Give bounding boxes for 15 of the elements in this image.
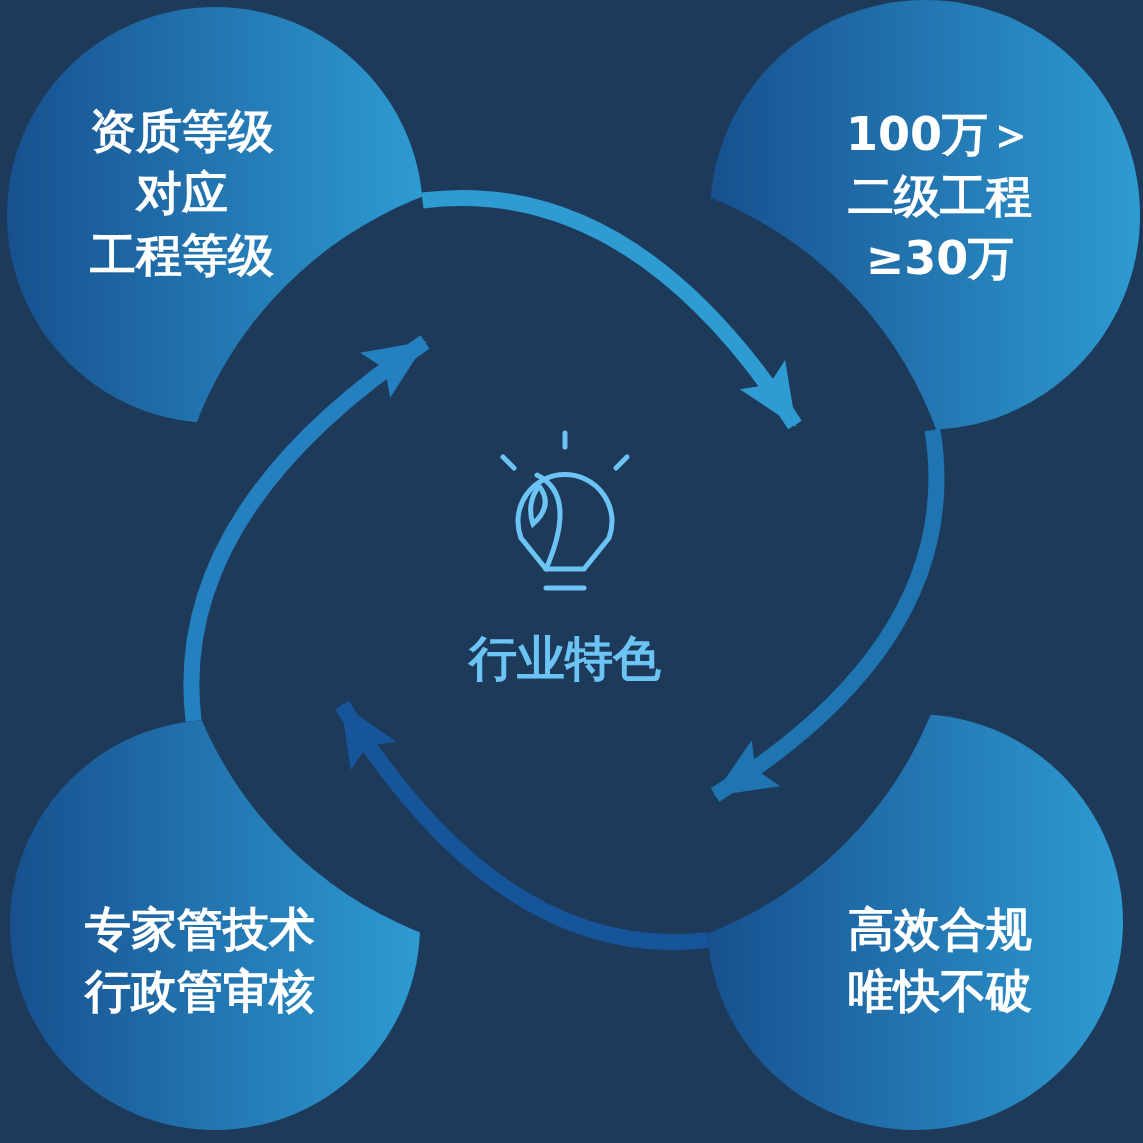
curved-arrow [710,429,945,802]
feature-text: 高效合规 [848,901,1032,958]
center-label: 行业特色 [469,629,661,688]
curved-arrow [183,335,430,722]
feature-text: 专家管技术 [85,901,315,958]
feature-text: 100万＞ [846,106,1034,163]
feature-text: 二级工程 [847,168,1033,225]
feature-text: ≥30万 [864,230,1016,287]
feature-text: 对应 [134,165,229,222]
curved-arrow [421,190,802,430]
feature-text: 行政管审核 [85,963,315,1020]
curved-arrow [335,700,709,951]
feature-text: 资质等级 [90,103,274,160]
feature-text: 工程等级 [90,227,274,284]
feature-text: 唯快不破 [848,963,1032,1020]
